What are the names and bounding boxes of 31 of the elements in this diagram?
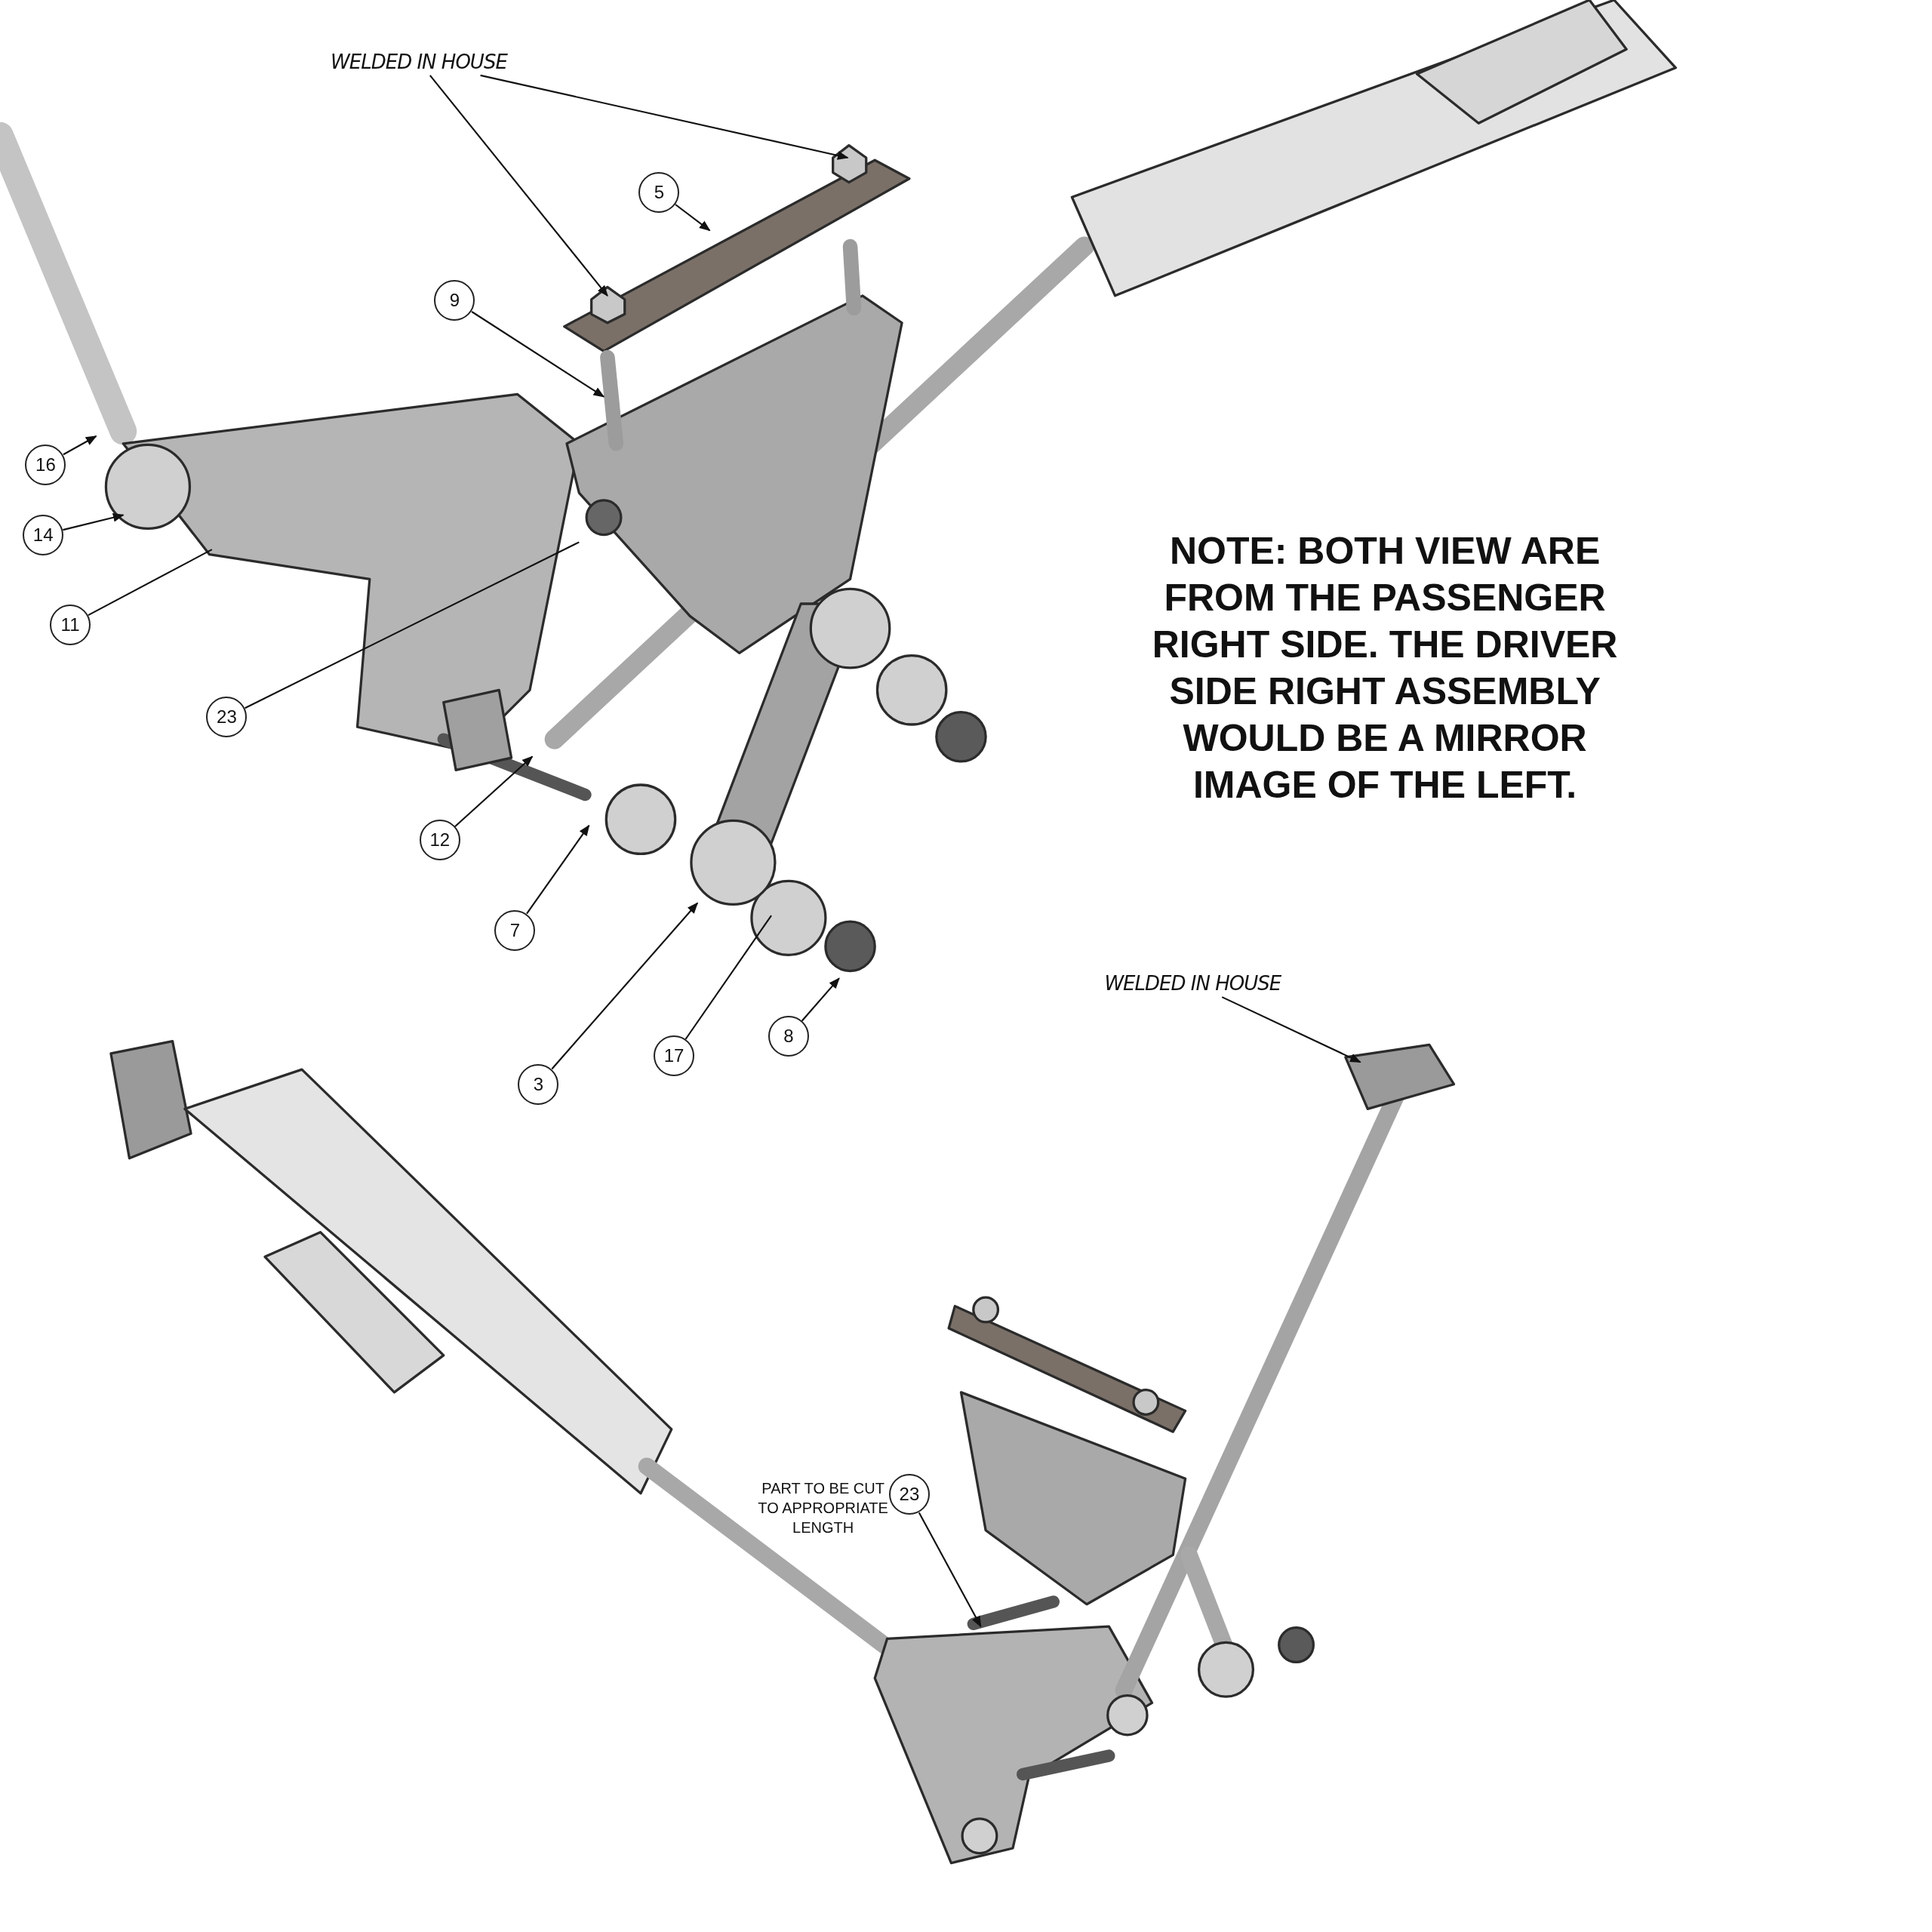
cut-note: PART TO BE CUT TO APPROPRIATE LENGTH xyxy=(757,1479,889,1538)
callout-number: 23 xyxy=(206,697,248,738)
weld-note: WELDED IN HOUSE xyxy=(331,50,507,73)
leader-line xyxy=(675,204,711,232)
leader-line xyxy=(801,977,840,1022)
note-text: NOTE: BOTH VIEW ARE FROM THE PASSENGER RIGHT SIDE. THE DRIVER SIDE RIGHT ASSEMBLY WOULD BE A MIRROR IMAGE OF THE LEFT. xyxy=(1151,528,1619,808)
leader-line xyxy=(429,75,608,297)
callout-number: 16 xyxy=(25,444,66,485)
leader-line xyxy=(63,512,125,531)
callout-number: 5 xyxy=(638,171,680,213)
leader-line xyxy=(63,435,97,456)
leader-line xyxy=(526,824,590,915)
callout-number: 14 xyxy=(23,514,64,555)
leader-line xyxy=(480,74,849,160)
weld-note: WELDED IN HOUSE xyxy=(1104,971,1281,995)
leader-line xyxy=(551,902,699,1070)
callout-number: 7 xyxy=(494,909,536,951)
callout-number: 8 xyxy=(768,1016,809,1057)
callout-number: 3 xyxy=(518,1063,559,1105)
leader-line xyxy=(918,1512,982,1628)
callout-number: 9 xyxy=(434,280,475,321)
callout-number: 23 xyxy=(888,1474,930,1515)
leader-line xyxy=(454,755,534,828)
leader-line xyxy=(1221,996,1361,1063)
leader-line xyxy=(471,311,605,398)
callout-number: 12 xyxy=(419,820,460,861)
leader-line xyxy=(685,915,772,1040)
callout-number: 17 xyxy=(654,1035,695,1077)
leader-line xyxy=(245,541,580,709)
leader-line xyxy=(88,549,213,617)
callout-number: 11 xyxy=(50,604,91,645)
